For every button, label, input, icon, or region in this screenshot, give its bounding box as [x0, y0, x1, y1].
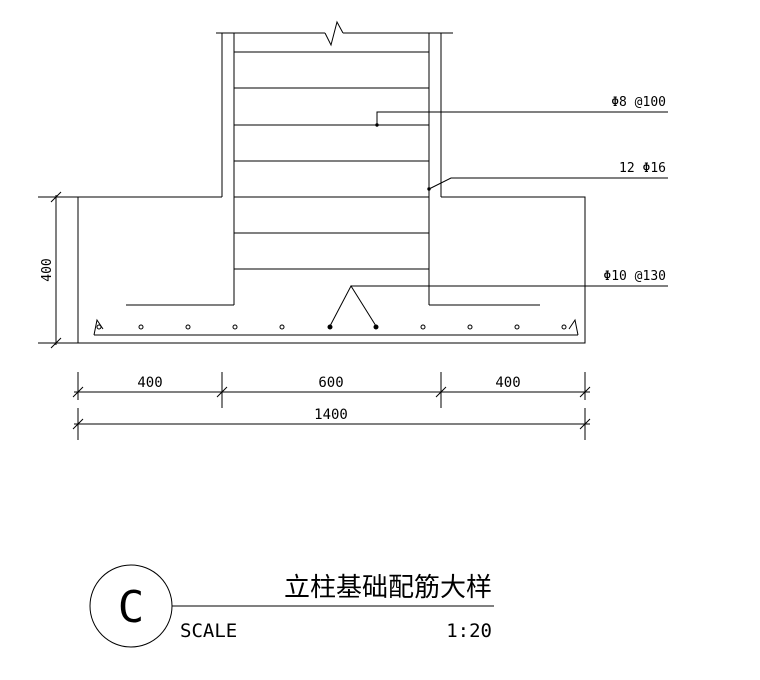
- dimension-height: [38, 191, 80, 349]
- label-longitudinal-bars: 12 Φ16: [619, 161, 666, 176]
- scale-label: SCALE: [180, 620, 237, 642]
- footing-outline: [77, 196, 586, 344]
- column-top-break: [216, 20, 453, 47]
- dim-text-middle: 600: [318, 375, 343, 391]
- title-block-lines: [89, 564, 494, 648]
- detail-symbol-letter: C: [118, 582, 145, 633]
- dimension-row-1: [72, 372, 591, 408]
- label-bottom-bars: Φ10 @130: [603, 269, 666, 284]
- dim-text-right: 400: [495, 375, 520, 391]
- dim-text-total: 1400: [314, 407, 348, 423]
- dim-text-left: 400: [137, 375, 162, 391]
- dim-text-height: 400: [40, 258, 55, 281]
- bottom-reinforcement: [93, 318, 579, 336]
- saddle-bar: [329, 284, 377, 327]
- leader-longitudinal: [427, 177, 668, 191]
- distribution-bars: [96, 324, 567, 330]
- label-stirrup: Φ8 @100: [611, 95, 666, 110]
- dimension-row-2: [72, 408, 591, 440]
- scale-value: 1:20: [446, 620, 492, 642]
- stirrups: [234, 51, 429, 270]
- leader-stirrup: [375, 111, 668, 127]
- drawing-title: 立柱基础配筋大样: [284, 573, 492, 603]
- column-outline: [221, 33, 442, 305]
